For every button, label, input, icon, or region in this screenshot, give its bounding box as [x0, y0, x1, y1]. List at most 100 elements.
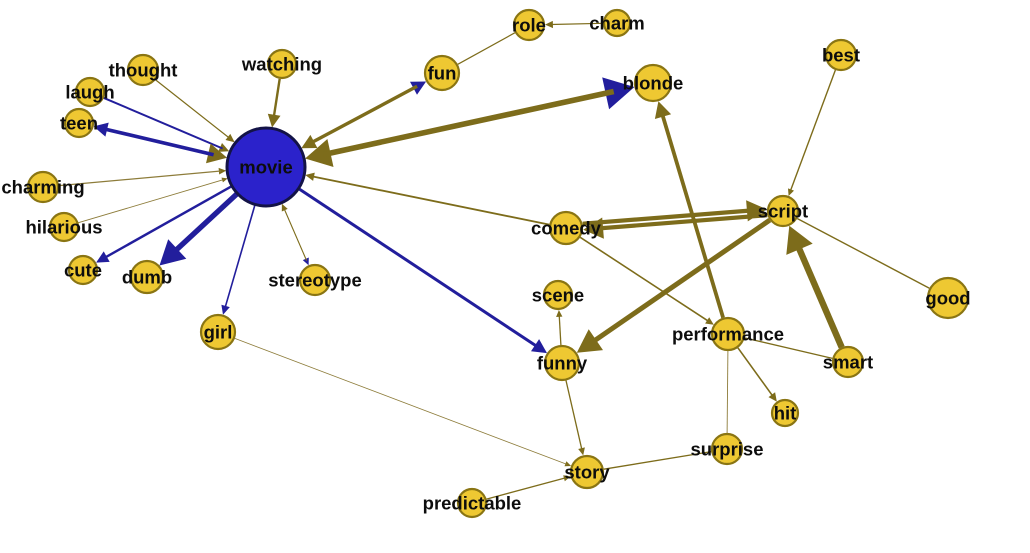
arrowhead-fun-icon — [410, 81, 427, 95]
edge-line-movie-dumb — [170, 192, 239, 256]
node-story[interactable] — [569, 454, 605, 490]
node-cute[interactable] — [67, 254, 99, 286]
edge-line-script-funny — [589, 218, 772, 346]
edge-story-surprise — [603, 450, 712, 470]
node-hilarious[interactable] — [48, 211, 80, 243]
node-performance[interactable] — [710, 316, 746, 352]
edge-line-movie-cute — [103, 185, 232, 260]
edge-line-movie-funny — [298, 187, 540, 349]
node-stereotype[interactable] — [298, 263, 332, 297]
node-label-best: best — [822, 45, 860, 66]
edge-watching-movie — [267, 78, 281, 128]
edge-script-comedy — [583, 213, 768, 239]
edge-line-story-surprise — [603, 450, 712, 470]
node-predictable[interactable] — [456, 487, 488, 519]
nodes-layer — [26, 8, 970, 519]
node-thought[interactable] — [126, 53, 160, 87]
node-movie[interactable] — [225, 126, 307, 208]
node-funny[interactable] — [543, 344, 581, 382]
node-scene[interactable] — [542, 279, 574, 311]
edge-movie-fun — [301, 81, 427, 149]
edge-girl-story — [234, 338, 572, 467]
node-good[interactable] — [926, 276, 970, 320]
edge-line-charm-role — [550, 22, 604, 26]
node-label-charm: charm — [589, 13, 645, 34]
edge-charm-role — [545, 20, 604, 29]
node-fun[interactable] — [423, 54, 461, 92]
arrowhead-movie-icon — [221, 177, 228, 183]
node-label-predictable: predictable — [423, 493, 522, 514]
edge-line-movie-fun — [309, 84, 418, 145]
arrowhead-girl-icon — [221, 304, 230, 315]
edge-line-watching-movie — [272, 78, 281, 119]
node-hit[interactable] — [770, 398, 800, 428]
arrowhead-movie-icon — [281, 203, 288, 212]
arrowhead-comedy-icon — [583, 217, 604, 239]
edge-line-comedy-movie — [311, 175, 550, 226]
edge-line-predictable-story — [486, 477, 567, 500]
arrowhead-teen-icon — [93, 122, 109, 137]
edge-script-funny — [576, 218, 772, 353]
edge-line-girl-story — [234, 338, 568, 465]
edge-line-good-script — [796, 217, 930, 289]
edge-line-hilarious-movie — [78, 179, 224, 224]
node-label-stereotype: stereotype — [268, 270, 362, 291]
edge-movie-cute — [96, 185, 232, 263]
edge-good-script — [796, 217, 930, 289]
edge-line-movie-teen — [102, 126, 215, 157]
node-charming[interactable] — [26, 170, 60, 204]
arrowhead-script-icon — [786, 225, 813, 255]
edge-surprise-performance — [726, 350, 729, 434]
arrowhead-cute-icon — [96, 251, 110, 263]
edge-comedy-movie — [305, 172, 550, 226]
node-script[interactable] — [766, 194, 800, 228]
arrowhead-scene-icon — [556, 310, 563, 317]
edge-line-comedy-performance — [579, 236, 710, 323]
node-label-performance: performance — [672, 324, 784, 345]
node-label-watching: watching — [241, 54, 322, 75]
edge-line-script-comedy — [597, 213, 768, 231]
node-label-scene: scene — [532, 285, 584, 306]
edge-fun-role — [457, 32, 516, 65]
node-best[interactable] — [824, 38, 858, 72]
node-label-smart: smart — [823, 352, 873, 373]
node-dumb[interactable] — [129, 259, 165, 295]
edge-smart-script — [786, 225, 845, 349]
node-teen[interactable] — [63, 107, 95, 139]
arrowhead-movie-icon — [305, 172, 315, 181]
arrowhead-movie-icon — [218, 167, 227, 175]
arrowhead-movie-icon — [305, 139, 334, 167]
labels-layer: moviethoughtlaughteenwatchingcharminghil… — [1, 13, 970, 514]
edge-line-movie-girl — [224, 205, 256, 309]
node-watching[interactable] — [266, 48, 298, 80]
arrowhead-performance-icon — [705, 317, 714, 325]
node-comedy[interactable] — [548, 210, 584, 246]
node-charm[interactable] — [602, 8, 632, 38]
node-role[interactable] — [512, 8, 546, 42]
arrowhead-blonde-icon — [654, 101, 672, 119]
edge-funny-story — [565, 380, 585, 456]
edge-movie-teen — [93, 122, 228, 164]
edge-line-laugh-movie — [103, 96, 223, 150]
edge-line-performance-hit — [737, 347, 774, 398]
node-label-girl: girl — [204, 322, 233, 343]
node-blonde[interactable] — [633, 63, 673, 103]
edges-layer — [58, 20, 930, 500]
arrowhead-stereotype-icon — [302, 257, 309, 266]
arrowhead-movie-icon — [301, 134, 318, 149]
node-girl[interactable] — [199, 313, 237, 351]
node-label-fun: fun — [428, 63, 457, 84]
node-surprise[interactable] — [710, 432, 744, 466]
node-smart[interactable] — [831, 345, 865, 379]
node-label-laugh: laugh — [65, 82, 114, 103]
node-label-teen: teen — [60, 113, 98, 134]
arrowhead-story-icon — [563, 475, 571, 482]
node-laugh[interactable] — [74, 76, 106, 108]
edge-movie-girl — [221, 205, 256, 315]
edge-performance-smart — [744, 337, 833, 360]
edge-line-funny-story — [565, 380, 583, 451]
arrowhead-script-icon — [788, 188, 794, 196]
node-label-good: good — [925, 288, 970, 309]
